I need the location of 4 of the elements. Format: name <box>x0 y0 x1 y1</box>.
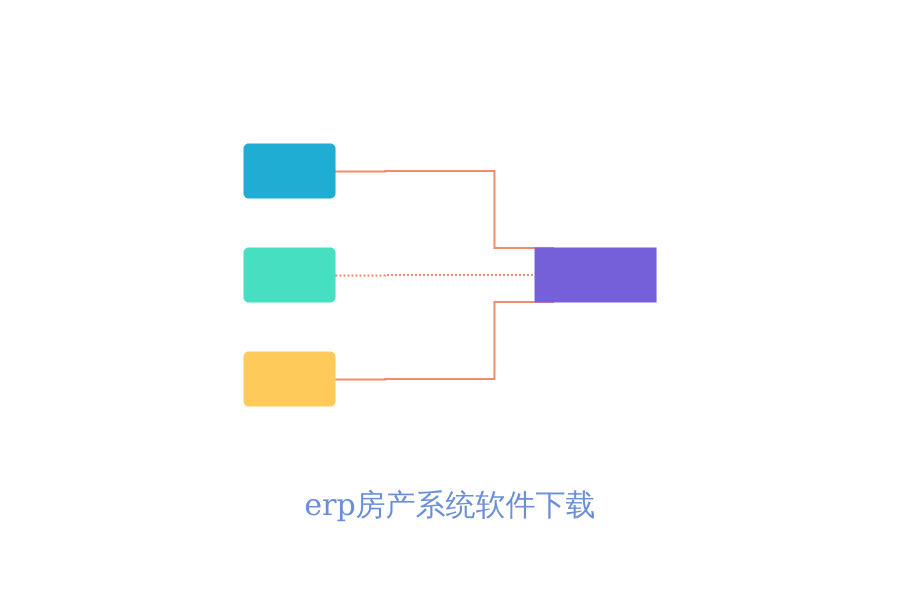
connector <box>336 300 554 380</box>
node-box <box>534 247 657 302</box>
connector <box>336 274 535 276</box>
caption: erp房产系统软件下载 <box>304 486 596 524</box>
